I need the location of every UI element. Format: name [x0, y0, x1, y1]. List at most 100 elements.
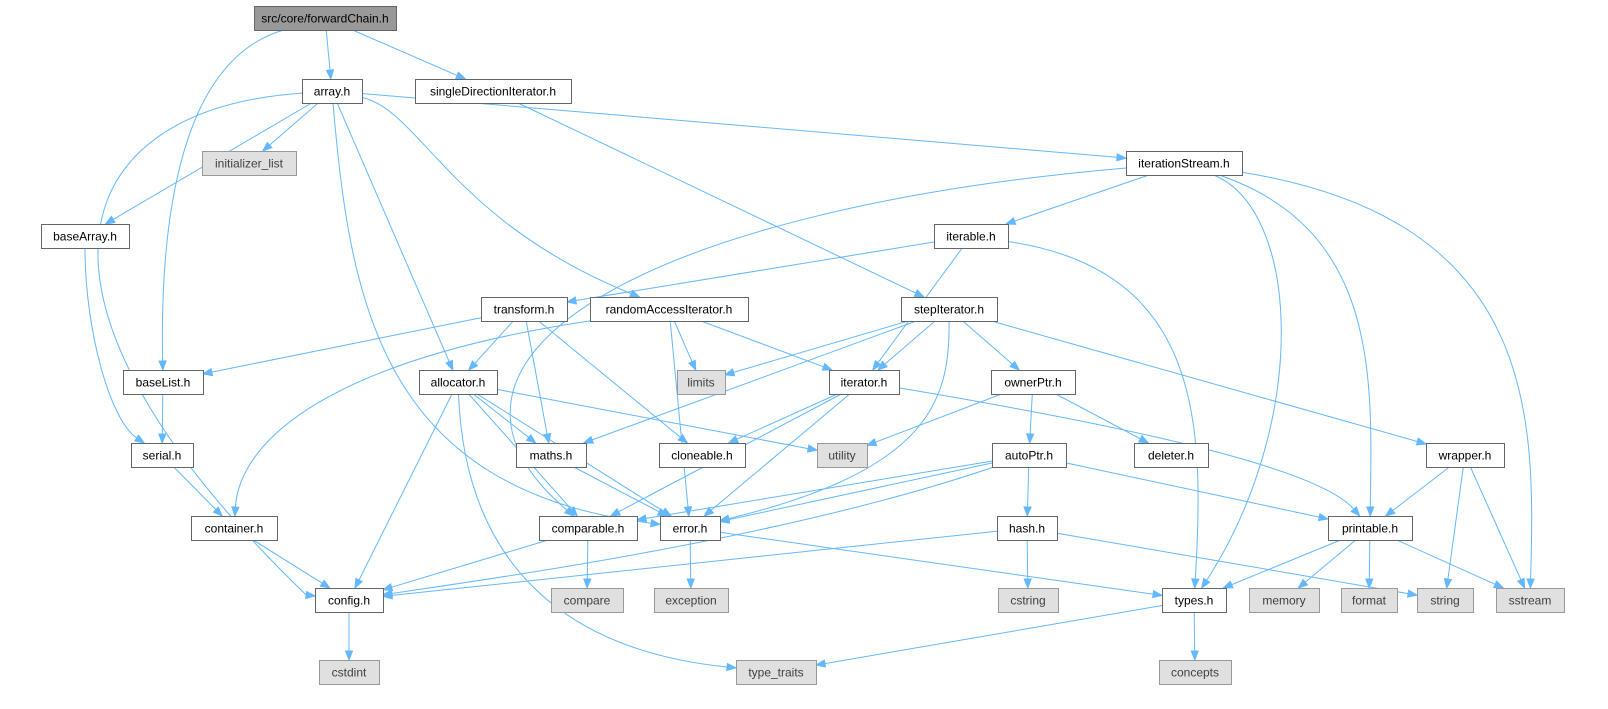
edge-arrowhead-allocator-to-config: [354, 577, 364, 590]
edge-arrowhead-ownerPtr-to-autoPtr: [1025, 433, 1035, 445]
edge-arrowhead-array-to-initializer_list: [261, 141, 273, 152]
node-deleter[interactable]: deleter.h: [1134, 443, 1209, 468]
node-box-randomAccessIterator: [590, 297, 749, 322]
edge-autoPtr-to-error: [728, 462, 993, 521]
node-hash[interactable]: hash.h: [997, 516, 1058, 541]
edge-arrowhead-stepIterator-to-wrapper: [1415, 437, 1428, 446]
node-label-sstream: sstream: [1509, 594, 1552, 608]
node-baseList[interactable]: baseList.h: [123, 370, 204, 395]
node-error[interactable]: error.h: [660, 516, 721, 541]
node-label-error: error.h: [673, 522, 708, 536]
edge-baseList-to-serial: [161, 393, 164, 435]
edge-forwardChain-to-singleDirectionIterator: [352, 29, 458, 76]
node-allocator[interactable]: allocator.h: [419, 370, 498, 395]
node-box-type_traits: [736, 660, 817, 685]
node-label-maths: maths.h: [530, 449, 573, 463]
edge-iterable-to-types: [1007, 241, 1199, 580]
edge-iterationStream-to-types: [1206, 174, 1282, 581]
edge-arrowhead-stepIterator-to-limits: [723, 368, 736, 377]
node-box-exception: [654, 588, 729, 613]
node-forwardChain[interactable]: src/core/forwardChain.h: [254, 6, 397, 31]
edge-randomAccessIterator-to-iterator: [700, 320, 824, 368]
node-type_traits: type_traits: [736, 660, 817, 685]
edge-arrowhead-transform-to-baseList: [201, 367, 214, 377]
edge-randomAccessIterator-to-limits: [673, 320, 693, 362]
node-iterable[interactable]: iterable.h: [934, 224, 1009, 249]
node-box-sstream: [1496, 588, 1565, 613]
node-label-container: container.h: [205, 522, 264, 536]
node-serial[interactable]: serial.h: [131, 443, 194, 468]
node-label-singleDirectionIterator: singleDirectionIterator.h: [430, 85, 556, 99]
edge-arrowhead-autoPtr-to-error: [718, 515, 731, 524]
node-label-exception: exception: [665, 594, 716, 608]
edge-iterable-to-transform: [575, 241, 935, 301]
edge-iterationStream-to-printable: [1218, 174, 1372, 508]
node-stepIterator[interactable]: stepIterator.h: [901, 297, 998, 322]
node-iterationStream[interactable]: iterationStream.h: [1126, 151, 1243, 176]
edge-wrapper-to-string: [1447, 466, 1464, 580]
node-box-iterator: [829, 370, 900, 395]
node-label-array: array.h: [314, 85, 350, 99]
edge-ownerPtr-to-autoPtr: [1029, 393, 1033, 435]
node-label-types: types.h: [1175, 594, 1214, 608]
edge-arrowhead-wrapper-to-printable: [1384, 506, 1396, 517]
edge-ownerPtr-to-deleter: [1055, 393, 1141, 440]
node-label-randomAccessIterator: randomAccessIterator.h: [606, 303, 733, 317]
edge-transform-to-cloneable: [538, 320, 681, 438]
node-ownerPtr[interactable]: ownerPtr.h: [991, 370, 1076, 395]
node-box-config: [315, 588, 384, 613]
edge-serial-to-container: [173, 466, 217, 510]
node-label-cstdint: cstdint: [332, 666, 367, 680]
node-label-utility: utility: [828, 449, 855, 463]
edge-arrowhead-iterable-to-iterator: [871, 359, 882, 372]
edge-arrowhead-hash-to-string: [1406, 589, 1419, 598]
edge-arrowhead-printable-to-types: [1222, 580, 1234, 589]
node-label-format: format: [1352, 594, 1387, 608]
edge-transform-to-maths: [525, 320, 548, 435]
edge-arrowhead-iterator-to-error: [703, 506, 715, 517]
edge-stepIterator-to-maths: [592, 320, 917, 441]
node-label-allocator: allocator.h: [431, 376, 486, 390]
node-label-baseList: baseList.h: [136, 376, 191, 390]
edge-allocator-to-utility: [496, 388, 809, 450]
edge-hash-to-string: [1056, 532, 1409, 595]
edge-arrowhead-forwardChain-to-array: [325, 69, 335, 81]
node-label-comparable: comparable.h: [552, 522, 625, 536]
node-singleDirectionIterator[interactable]: singleDirectionIterator.h: [415, 79, 572, 104]
node-box-memory: [1249, 588, 1320, 613]
edge-arrowhead-forwardChain-to-baseList: [158, 360, 167, 372]
node-autoPtr[interactable]: autoPtr.h: [992, 443, 1067, 468]
node-wrapper[interactable]: wrapper.h: [1426, 443, 1505, 468]
node-box-compare: [551, 588, 624, 613]
node-printable[interactable]: printable.h: [1328, 516, 1413, 541]
node-randomAccessIterator[interactable]: randomAccessIterator.h: [590, 297, 749, 322]
node-label-deleter: deleter.h: [1148, 449, 1194, 463]
node-transform[interactable]: transform.h: [481, 297, 568, 322]
edge-arrowhead-error-to-types: [1151, 589, 1164, 599]
node-label-iterationStream: iterationStream.h: [1138, 157, 1229, 171]
edge-arrowhead-serial-to-container: [212, 506, 224, 517]
node-comparable[interactable]: comparable.h: [539, 516, 638, 541]
edge-error-to-types: [719, 531, 1154, 595]
node-sstream: sstream: [1496, 588, 1565, 613]
edge-arrowhead-forwardChain-to-singleDirectionIterator: [454, 71, 467, 80]
node-cloneable[interactable]: cloneable.h: [659, 443, 746, 468]
node-maths[interactable]: maths.h: [516, 443, 587, 468]
edge-array-to-iterationStream: [361, 93, 1118, 158]
edge-arrowhead-iterationStream-to-printable: [1366, 506, 1375, 518]
edge-iterationStream-to-iterable: [1014, 174, 1150, 222]
node-types[interactable]: types.h: [1162, 588, 1227, 613]
edge-arrowhead-iterator-to-cloneable: [727, 435, 740, 444]
node-iterator[interactable]: iterator.h: [829, 370, 900, 395]
node-container[interactable]: container.h: [191, 516, 278, 541]
edge-ownerPtr-to-utility: [875, 393, 1002, 443]
edge-arrowhead-baseList-to-serial: [158, 433, 167, 445]
nodes-layer: src/core/forwardChain.h array.h singleDire…: [41, 6, 1565, 685]
edge-arrowhead-array-to-iterationStream: [1116, 153, 1128, 162]
node-label-compare: compare: [564, 594, 611, 608]
node-array[interactable]: array.h: [302, 79, 363, 104]
node-memory: memory: [1249, 588, 1320, 613]
edge-arrowhead-autoPtr-to-hash: [1023, 506, 1032, 518]
node-config[interactable]: config.h: [315, 588, 384, 613]
node-baseArray[interactable]: baseArray.h: [41, 224, 130, 249]
